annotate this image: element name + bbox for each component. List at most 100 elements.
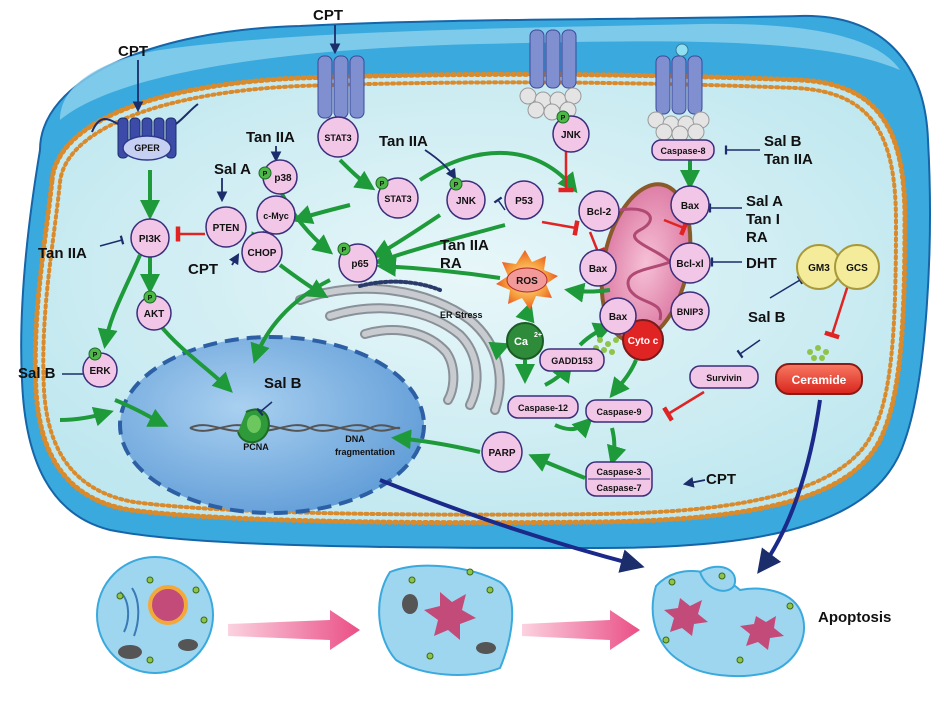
cyto-c-label: Cyto c [628, 336, 659, 347]
node-stat3-receptor: STAT3 [317, 116, 359, 158]
caspase8-receptor [647, 43, 710, 143]
svg-text:PTEN: PTEN [213, 223, 240, 234]
ceramide-node: Ceramide [775, 363, 863, 395]
box-nodes: Caspase-8 GADD153 Caspase-12 Survivin Ca… [481, 139, 759, 497]
big-arrows [379, 399, 822, 574]
svg-text:P: P [93, 352, 98, 359]
progression-arrow-1 [228, 610, 360, 650]
arrow-cpt-casp3 [682, 477, 706, 488]
gm3-gcs-complex: GM3 GCS [796, 244, 880, 290]
ros-burst: ROS [496, 250, 558, 310]
svg-text:Caspase-9: Caspase-9 [596, 407, 641, 417]
svg-text:ERK: ERK [89, 366, 111, 377]
svg-text:STAT3: STAT3 [384, 194, 411, 204]
svg-text:P: P [342, 247, 347, 254]
drug-tan-i-bax: Tan I [746, 211, 780, 228]
red-inhibition [175, 150, 850, 422]
gcs-label: GCS [846, 263, 868, 274]
node-akt: AKT P [136, 290, 172, 331]
node-caspase8: Caspase-8 [651, 139, 715, 161]
healthy-cell [96, 556, 214, 674]
node-stat3: STAT3 P [375, 176, 419, 219]
node-p38: p38 P [258, 159, 298, 195]
dna-fragmentation-label-1: DNA [345, 434, 365, 444]
jnk-receptor [519, 29, 582, 121]
arrow-cytoc-casp9 [609, 359, 638, 399]
svg-text:P: P [263, 171, 268, 178]
ceramide-dots [807, 345, 829, 361]
node-caspase3-7: Caspase-3 Caspase-7 [585, 461, 653, 497]
drug-cpt-stat3: CPT [313, 7, 343, 24]
node-chop: CHOP [241, 231, 283, 273]
apoptosis-label: Apoptosis [818, 609, 891, 626]
cell-inner-membrane-2 [41, 80, 899, 517]
svg-text:GADD153: GADD153 [551, 356, 593, 366]
node-pten: PTEN [205, 206, 247, 248]
cell-outer-membrane-highlight [60, 23, 900, 120]
ros-label: ROS [516, 276, 538, 287]
drug-tan-iia-jnk: Tan IIA [379, 133, 428, 150]
arrow-casp9-casp3 [607, 427, 627, 466]
stat3-receptor [317, 55, 365, 119]
svg-text:BNIP3: BNIP3 [677, 307, 704, 317]
svg-text:Bax: Bax [609, 312, 628, 323]
nucleus [118, 335, 426, 515]
node-bcl2: Bcl-2 [578, 190, 620, 232]
ceramide-label: Ceramide [792, 373, 847, 387]
svg-text:P: P [380, 181, 385, 188]
dna-fragmentation-label-2: fragmentation [335, 447, 395, 457]
arrow-stat3-bcl2 [418, 150, 578, 194]
inhibit-bcl2-mito [663, 218, 689, 236]
progression-arrow-2 [522, 610, 640, 650]
arrow-cpt-chop [228, 253, 240, 266]
drug-tan-iia-p53: Tan IIA [440, 237, 489, 254]
arrow-p65-nucleus [250, 278, 331, 364]
inhibit-bcl2-bax [588, 231, 606, 257]
svg-text:Caspase-3: Caspase-3 [596, 467, 641, 477]
arrow-chop-er [278, 263, 329, 299]
svg-text:Bcl-2: Bcl-2 [587, 207, 612, 218]
node-parp: PARP [481, 431, 523, 473]
drug-sal-b-survivin: Sal B [748, 309, 786, 326]
pathway-labels: PCNA ER Stress DNA fragmentation [243, 310, 482, 457]
svg-text:Caspase-7: Caspase-7 [596, 483, 641, 493]
drug-labels: CPT CPT Tan IIA Sal A Tan IIA Tan IIA CP… [18, 7, 813, 488]
bottom-progression: Apoptosis [96, 556, 891, 678]
node-bax-left: Bax [579, 249, 617, 287]
node-gadd153: GADD153 [539, 348, 605, 372]
arrow-parp-dna [391, 429, 481, 454]
drug-dht: DHT [746, 255, 777, 272]
dna-strand [189, 424, 401, 432]
svg-text:STAT3: STAT3 [324, 133, 351, 143]
arrow-akt-nucleus [158, 323, 233, 393]
arrow-ros-p65 [376, 256, 501, 280]
node-survivin: Survivin [689, 365, 759, 389]
arrow-tan-jnk [424, 149, 457, 180]
svg-text:PI3K: PI3K [139, 234, 162, 245]
drug-tan-iia-p38: Tan IIA [246, 129, 295, 146]
node-erk: ERK P [82, 347, 118, 388]
node-jnk-receptor: JNK P [552, 110, 590, 153]
apoptotic-cell [651, 565, 805, 678]
node-p65: p65 P [337, 242, 378, 283]
er-stress-label: ER Stress [440, 310, 483, 320]
drug-sal-b-pcna: Sal B [264, 375, 302, 392]
node-bnip3: BNIP3 [670, 291, 710, 331]
node-caspase12: Caspase-12 [507, 395, 579, 419]
endoplasmic-reticulum [295, 279, 505, 415]
node-gper: GPER [122, 135, 172, 161]
svg-text:PARP: PARP [488, 448, 515, 459]
drug-ra-p53: RA [440, 255, 462, 272]
cyto-c-node: Cyto c [622, 319, 664, 361]
svg-text:GPER: GPER [134, 143, 160, 153]
svg-text:JNK: JNK [456, 196, 477, 207]
node-jnk-cyto: JNK P [446, 177, 486, 220]
pcna-label: PCNA [243, 442, 269, 452]
inhibit-survivin-casp9 [662, 390, 705, 422]
svg-text:p65: p65 [351, 259, 369, 270]
svg-text:Caspase-12: Caspase-12 [518, 403, 568, 413]
inhibit-p53-bcl2 [541, 220, 580, 236]
arrow-er-ca [488, 341, 511, 361]
svg-text:Bax: Bax [589, 264, 608, 275]
